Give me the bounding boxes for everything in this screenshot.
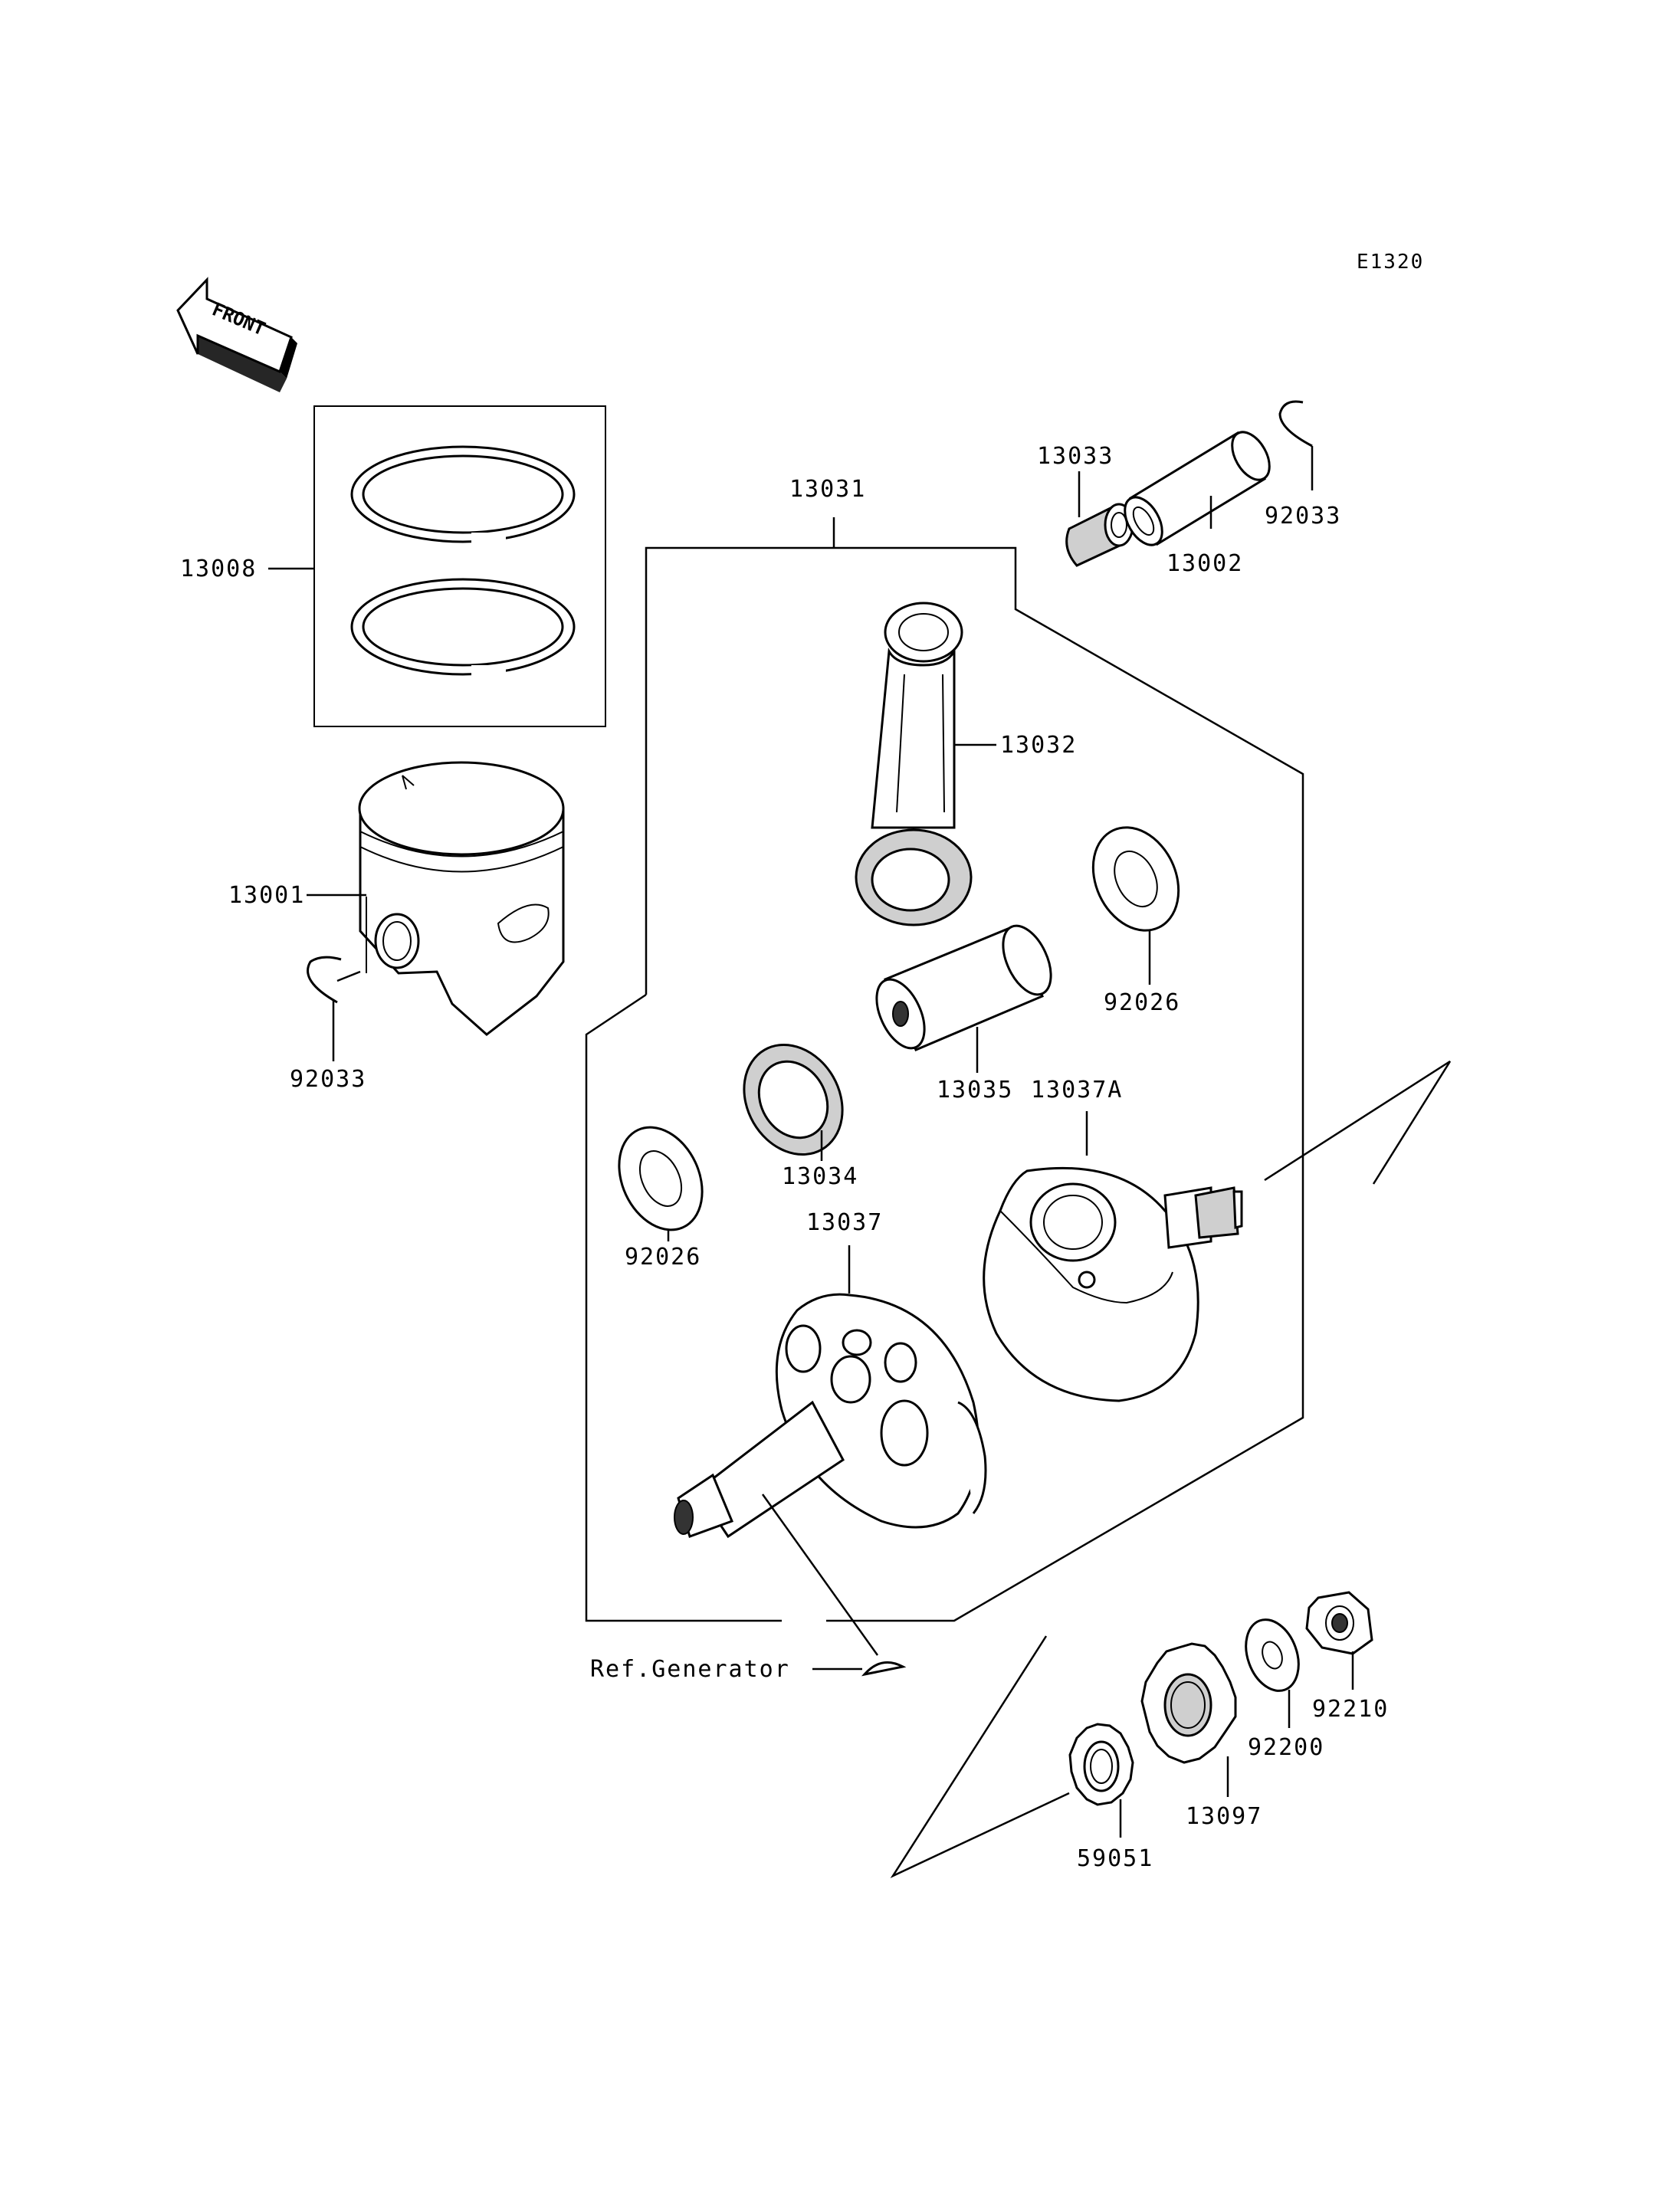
label-92033-left: 92033	[290, 1066, 366, 1093]
piston	[358, 761, 565, 1036]
label-92026-left: 92026	[625, 1244, 701, 1271]
label-13037A: 13037A	[1031, 1077, 1123, 1103]
circlip-left	[307, 956, 342, 1004]
circlip-right	[1278, 400, 1313, 448]
diagram-code: E1320	[1357, 251, 1424, 274]
piston-ring-set	[313, 405, 606, 727]
label-13008: 13008	[180, 556, 257, 582]
balancer-drive-gear	[1068, 1723, 1134, 1806]
label-92026-right: 92026	[1104, 989, 1180, 1016]
flange-nut	[1305, 1591, 1373, 1655]
thrust-washer-left	[618, 1126, 704, 1231]
label-92200: 92200	[1248, 1734, 1324, 1761]
small-end-bearing	[1065, 503, 1134, 567]
label-13032: 13032	[1000, 732, 1077, 759]
primary-drive-gear	[1140, 1642, 1237, 1764]
connecting-rod	[855, 602, 973, 926]
crank-pin	[875, 924, 1052, 1051]
label-13002: 13002	[1166, 550, 1243, 577]
label-ref-generator: Ref.Generator	[590, 1656, 790, 1683]
label-92033-right: 92033	[1265, 503, 1341, 530]
label-13033: 13033	[1037, 443, 1114, 470]
label-13034: 13034	[782, 1163, 858, 1190]
front-arrow-icon: FRONT	[176, 277, 297, 392]
label-13037: 13037	[806, 1209, 883, 1236]
label-92210: 92210	[1312, 1696, 1389, 1723]
label-13031: 13031	[789, 476, 866, 503]
label-59051: 59051	[1077, 1845, 1153, 1872]
label-13035: 13035	[937, 1077, 1013, 1103]
big-end-bearing	[743, 1043, 844, 1156]
woodruff-key	[861, 1661, 907, 1677]
label-13001: 13001	[228, 882, 305, 909]
crankshaft-right-half	[983, 1166, 1243, 1402]
crankshaft-left-half	[674, 1293, 987, 1539]
label-13097: 13097	[1186, 1803, 1262, 1830]
piston-pin	[1124, 431, 1271, 546]
washer	[1245, 1618, 1300, 1692]
thrust-washer-right	[1091, 826, 1180, 932]
